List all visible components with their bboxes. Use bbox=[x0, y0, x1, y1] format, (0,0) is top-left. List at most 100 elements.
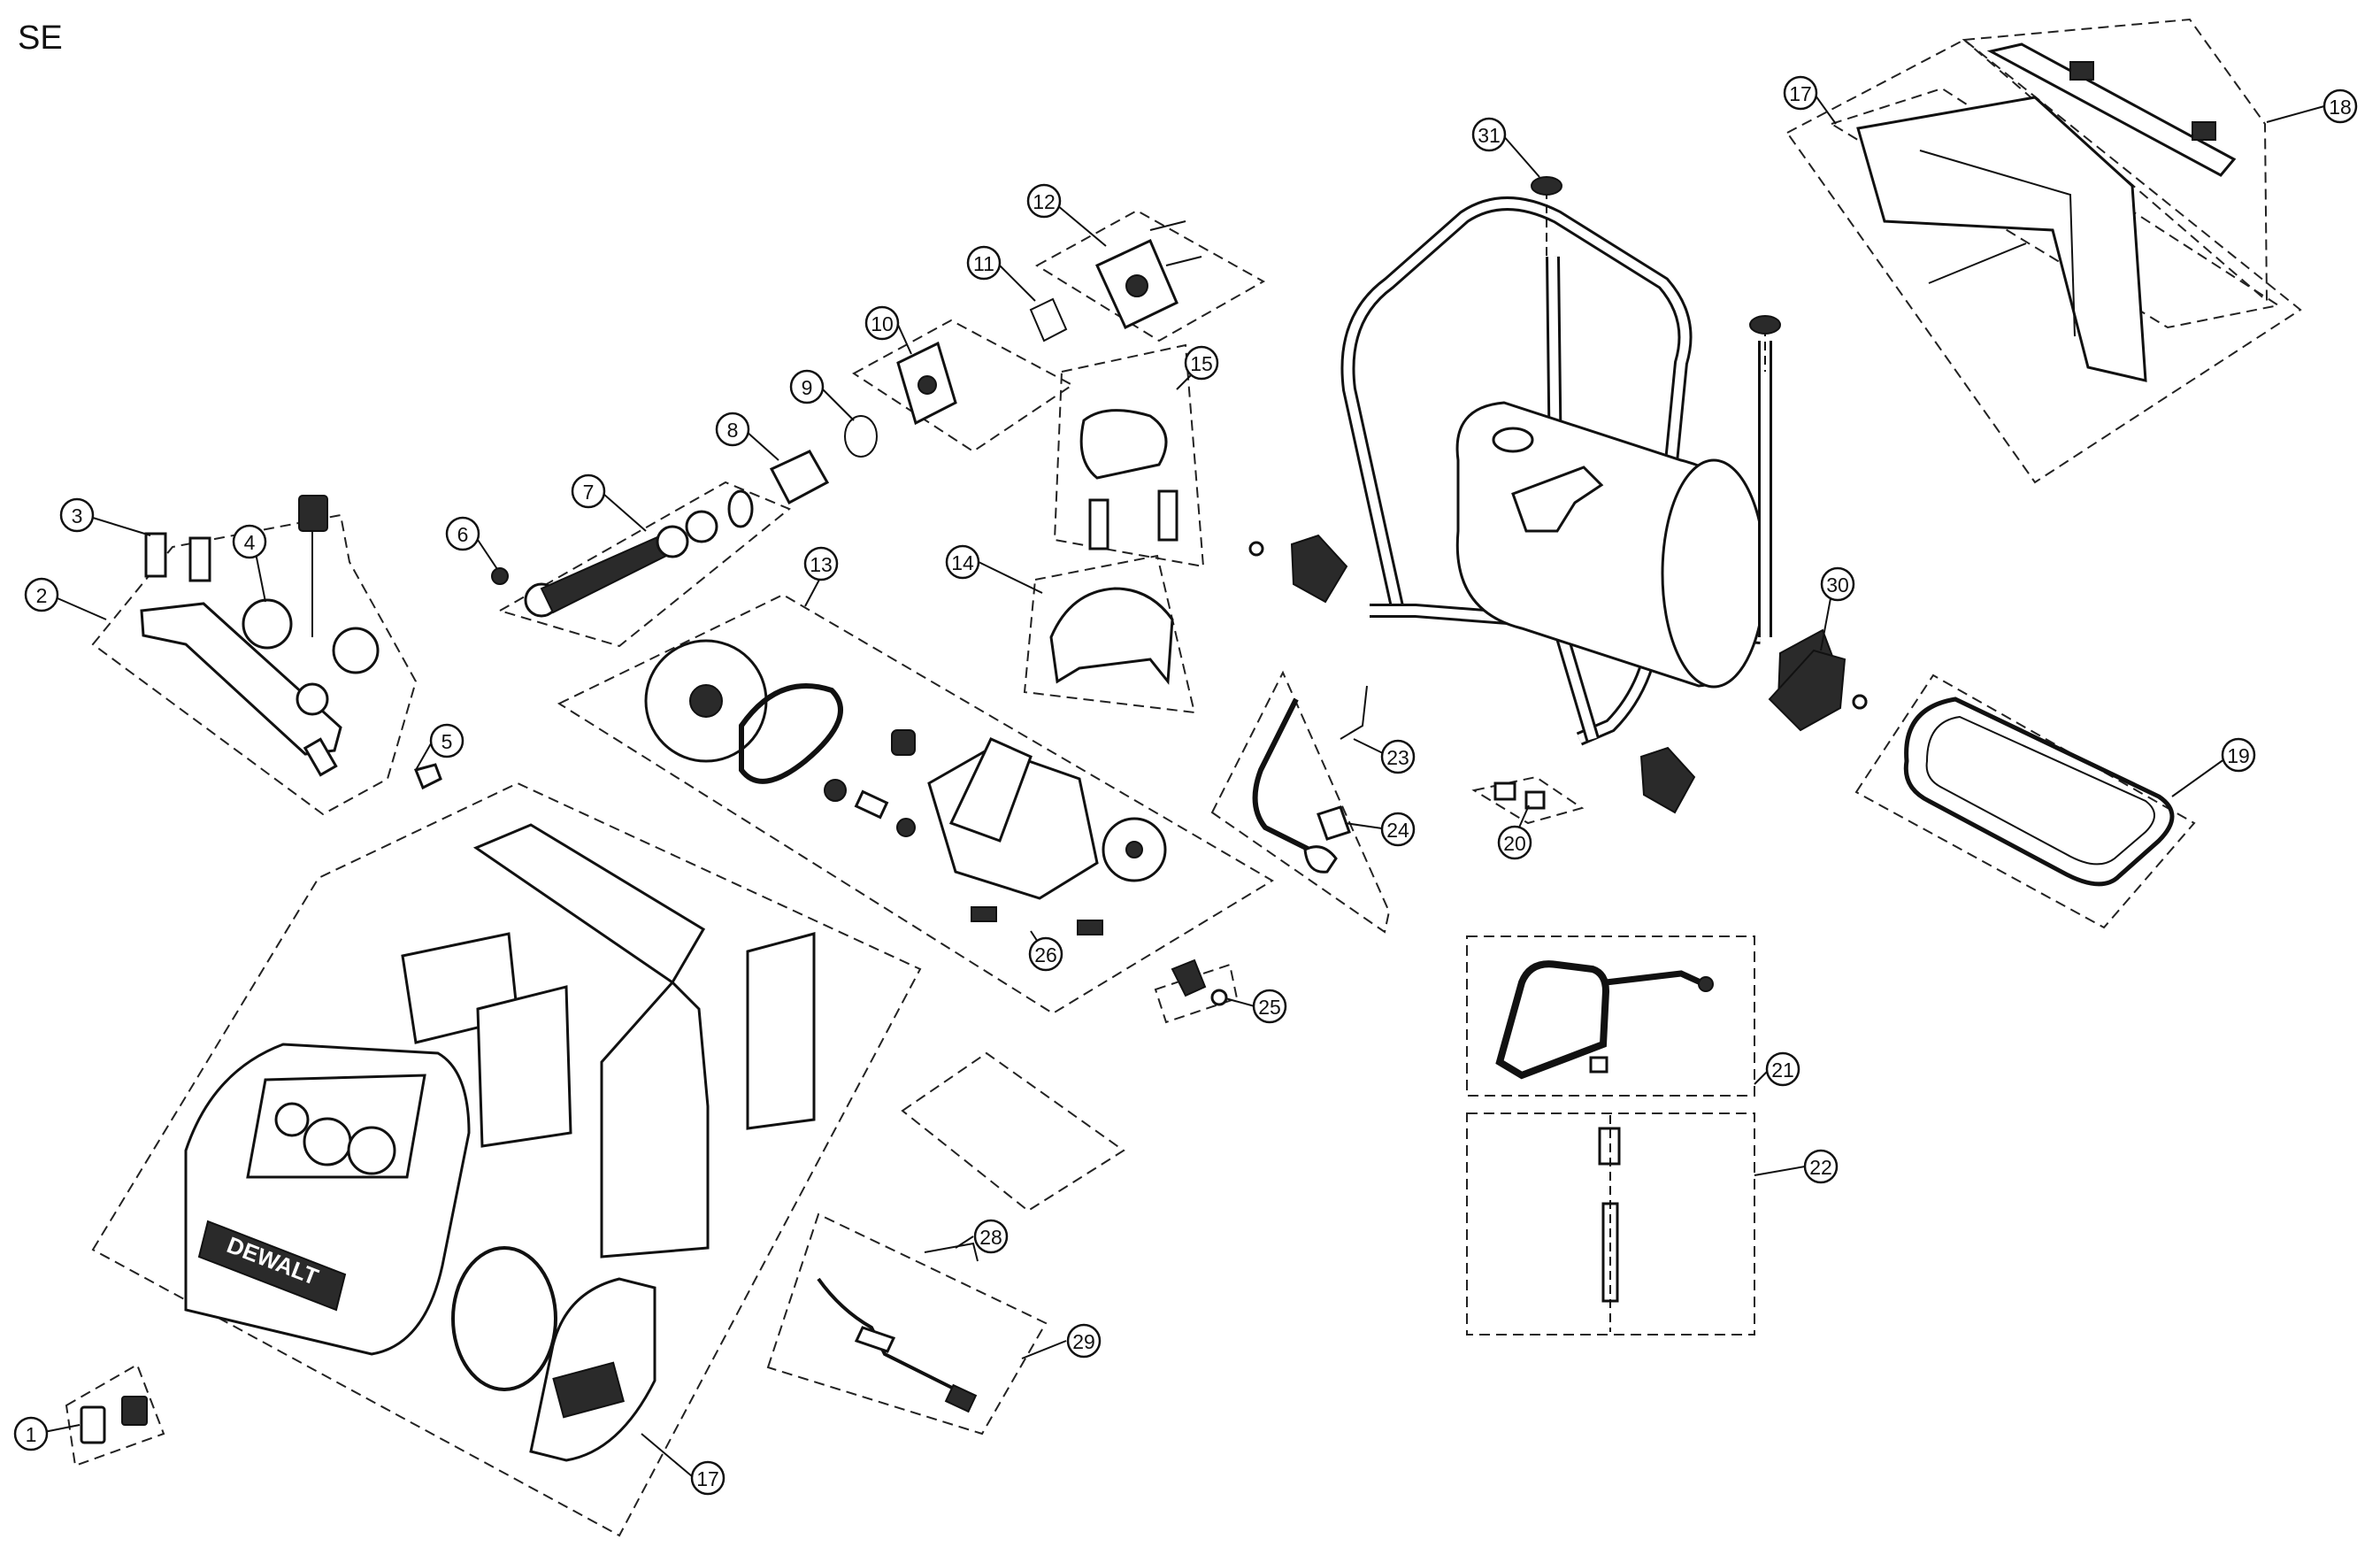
callout-14-label: 14 bbox=[951, 551, 974, 574]
group-outline-feet-kit bbox=[1471, 775, 1585, 825]
leader-19 bbox=[2171, 756, 2229, 797]
piston-retainer bbox=[727, 489, 754, 528]
motor-pulley-hub bbox=[689, 684, 723, 718]
leader-3 bbox=[92, 517, 151, 536]
leader-29 bbox=[1021, 1340, 1067, 1359]
pressure-switch-24 bbox=[1317, 805, 1351, 841]
leader-23 bbox=[1353, 738, 1386, 755]
leader-1 bbox=[43, 1424, 81, 1433]
group-outline-drain-parts bbox=[901, 1051, 1125, 1212]
callout-9-label: 9 bbox=[802, 376, 813, 399]
leader-17b bbox=[641, 1433, 693, 1477]
drain-fitting-20b bbox=[1524, 790, 1546, 810]
leader-2 bbox=[57, 597, 107, 620]
fan-cover-vents bbox=[552, 1361, 625, 1419]
coupler-3b bbox=[188, 536, 211, 582]
callout-7: 7 bbox=[571, 473, 606, 509]
check-valve-25 bbox=[1171, 958, 1207, 997]
leader-7 bbox=[603, 493, 647, 532]
isolator-2 bbox=[2192, 121, 2216, 141]
tank-bung bbox=[1492, 427, 1534, 453]
leader-12 bbox=[1056, 204, 1107, 247]
top-shroud-14 bbox=[1049, 587, 1174, 685]
leader-6 bbox=[475, 536, 498, 570]
gauge-opening-2 bbox=[303, 1117, 352, 1166]
head-assembly bbox=[896, 220, 1202, 426]
foot-screw bbox=[1248, 541, 1264, 557]
group-outlines bbox=[65, 18, 2302, 1537]
intake-and-shroud bbox=[1049, 409, 1178, 685]
rear-shroud-side bbox=[1919, 150, 2076, 337]
callout-21: 21 bbox=[1765, 1051, 1800, 1087]
intake-filter-a bbox=[1088, 498, 1109, 550]
callout-26-label: 26 bbox=[1034, 943, 1057, 966]
tank-mount-bracket bbox=[1511, 466, 1604, 533]
callout-20-label: 20 bbox=[1503, 832, 1526, 855]
check-valve-nut bbox=[1210, 989, 1228, 1006]
leader-9 bbox=[822, 389, 855, 421]
handle-grip-30 bbox=[1768, 649, 1846, 732]
group-outline-drain-valve bbox=[1466, 1112, 1755, 1336]
head-bolts-2 bbox=[1165, 256, 1202, 266]
carry-handle-21 bbox=[1495, 960, 1610, 1080]
brush-holder-b bbox=[1077, 920, 1103, 935]
callout-17-upper-label: 17 bbox=[1789, 82, 1812, 105]
leader-4 bbox=[254, 548, 266, 603]
callout-18: 18 bbox=[2322, 89, 2358, 124]
handle-cap-front bbox=[1531, 176, 1562, 196]
gauge-manifold bbox=[140, 495, 442, 790]
group-outline-main-shroud bbox=[91, 781, 922, 1537]
callout-31-label: 31 bbox=[1478, 124, 1501, 147]
gasket-11 bbox=[1029, 297, 1068, 343]
callout-25: 25 bbox=[1252, 989, 1287, 1024]
callout-7-label: 7 bbox=[583, 481, 595, 504]
group-outline-wrap bbox=[1854, 674, 2196, 929]
rod-small-end bbox=[656, 525, 689, 558]
handle-end-fitting bbox=[1698, 976, 1714, 992]
manifold-fitting bbox=[303, 737, 338, 777]
foot-front-left bbox=[1290, 534, 1348, 604]
callout-20: 20 bbox=[1497, 825, 1532, 860]
head-port bbox=[1125, 274, 1148, 297]
callout-31: 31 bbox=[1471, 117, 1507, 152]
wire-23 bbox=[1340, 685, 1368, 740]
callout-21-label: 21 bbox=[1771, 1058, 1794, 1082]
group-outline-intake bbox=[1053, 343, 1205, 568]
callout-17-upper: 17 bbox=[1783, 75, 1818, 111]
brush-holder-a bbox=[971, 906, 997, 922]
callout-22-label: 22 bbox=[1809, 1156, 1832, 1179]
callout-29: 29 bbox=[1066, 1323, 1102, 1359]
leader-8 bbox=[745, 430, 779, 461]
fan-shroud-ring bbox=[451, 1246, 557, 1391]
callout-30: 30 bbox=[1820, 566, 1855, 602]
main-shroud-assembly: DEWALT bbox=[184, 823, 816, 1462]
leader-24 bbox=[1344, 822, 1383, 829]
callout-17-lower-label: 17 bbox=[696, 1467, 719, 1490]
callout-24-label: 24 bbox=[1386, 819, 1409, 842]
leader-17a bbox=[1815, 95, 1837, 125]
handle-and-drain bbox=[1495, 960, 1714, 1332]
callout-11: 11 bbox=[966, 245, 1002, 281]
piston-cup bbox=[685, 510, 718, 543]
bearing-6 bbox=[491, 567, 509, 585]
callout-15-label: 15 bbox=[1190, 352, 1213, 375]
drain-fitting-20a bbox=[1493, 781, 1516, 801]
callout-6: 6 bbox=[445, 516, 480, 551]
callout-4: 4 bbox=[232, 524, 267, 559]
callout-4-label: 4 bbox=[244, 531, 256, 554]
group-outline-hose bbox=[1210, 670, 1391, 934]
group-outline-cylinder-head bbox=[852, 319, 1074, 453]
callout-11-label: 11 bbox=[973, 252, 994, 275]
shroud-panel-cutout bbox=[600, 980, 710, 1259]
intake-filter-b bbox=[1157, 489, 1178, 542]
gauge-right bbox=[332, 627, 380, 674]
callout-9: 9 bbox=[789, 369, 825, 404]
switch-assembly bbox=[80, 1396, 148, 1444]
callout-23: 23 bbox=[1380, 739, 1416, 774]
rear-shroud-body bbox=[1856, 96, 2147, 382]
callout-26: 26 bbox=[1028, 936, 1063, 972]
group-outline-rear-shroud-outer bbox=[1785, 38, 2302, 484]
group-outline-switch bbox=[65, 1363, 165, 1467]
cord-wrap-inner bbox=[1925, 715, 2155, 866]
